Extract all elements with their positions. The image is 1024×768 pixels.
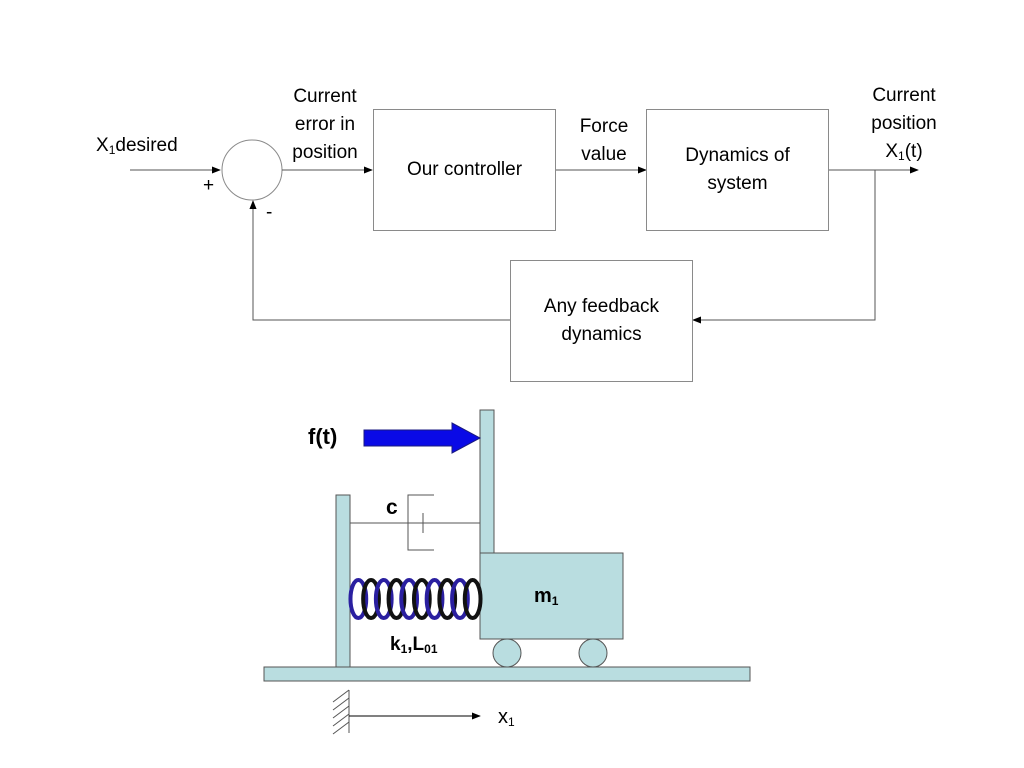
spring-label: k1,L01 bbox=[390, 634, 438, 656]
force-label: Force value bbox=[562, 113, 646, 169]
plant-block: Dynamics of system bbox=[646, 109, 829, 231]
controller-label: Our controller bbox=[406, 159, 523, 180]
force-label-line: value bbox=[581, 144, 627, 165]
wheel-right bbox=[578, 638, 608, 668]
error-label-line: error in bbox=[294, 114, 356, 135]
spring-coil bbox=[450, 578, 470, 620]
force-arrow bbox=[363, 422, 482, 454]
input-label: X1desired bbox=[96, 135, 178, 157]
damper-label: c bbox=[386, 496, 398, 519]
force-post bbox=[479, 409, 495, 556]
spring-coil bbox=[399, 578, 420, 620]
spring bbox=[348, 578, 483, 620]
spring-coil bbox=[386, 578, 407, 620]
summing-junction bbox=[221, 139, 283, 201]
damper bbox=[350, 494, 480, 551]
plant-label-line: system bbox=[707, 173, 768, 194]
spring-coil bbox=[348, 578, 369, 620]
plant-label-line: Dynamics of bbox=[685, 145, 790, 166]
output-label-line: position bbox=[871, 113, 937, 134]
spring-coil bbox=[462, 578, 483, 620]
axis-label: x1 bbox=[498, 706, 515, 729]
mass-block bbox=[479, 552, 624, 640]
spring-coil bbox=[373, 578, 394, 620]
feedback-label-line: dynamics bbox=[561, 324, 642, 345]
error-label-line: Current bbox=[293, 86, 357, 107]
summing-minus-sign: - bbox=[266, 202, 273, 223]
controller-block: Our controller bbox=[373, 109, 556, 231]
wheel-left bbox=[492, 638, 522, 668]
feedback-return-line bbox=[249, 200, 510, 321]
spring-coil bbox=[424, 578, 445, 620]
output-label-line: X1(t) bbox=[885, 141, 923, 163]
feedback-block: Any feedback dynamics bbox=[510, 260, 693, 382]
spring-coil bbox=[411, 578, 432, 620]
ground-hatch-icon bbox=[332, 689, 350, 735]
error-label: Current error in position bbox=[280, 83, 370, 167]
feedback-label-line: Any feedback bbox=[543, 296, 660, 317]
mass-label: m1 bbox=[534, 585, 559, 608]
wall bbox=[335, 494, 351, 668]
force-function-label: f(t) bbox=[308, 424, 338, 449]
output-label: Current position X1(t) bbox=[856, 82, 952, 166]
feedback-takeoff-line bbox=[692, 170, 876, 324]
summing-plus-sign: + bbox=[203, 175, 215, 196]
ground-base bbox=[263, 666, 751, 682]
error-label-line: position bbox=[292, 142, 358, 163]
force-label-line: Force bbox=[579, 116, 629, 137]
spring-coil bbox=[437, 578, 458, 620]
spring-coil bbox=[361, 578, 381, 620]
output-label-line: Current bbox=[872, 85, 936, 106]
